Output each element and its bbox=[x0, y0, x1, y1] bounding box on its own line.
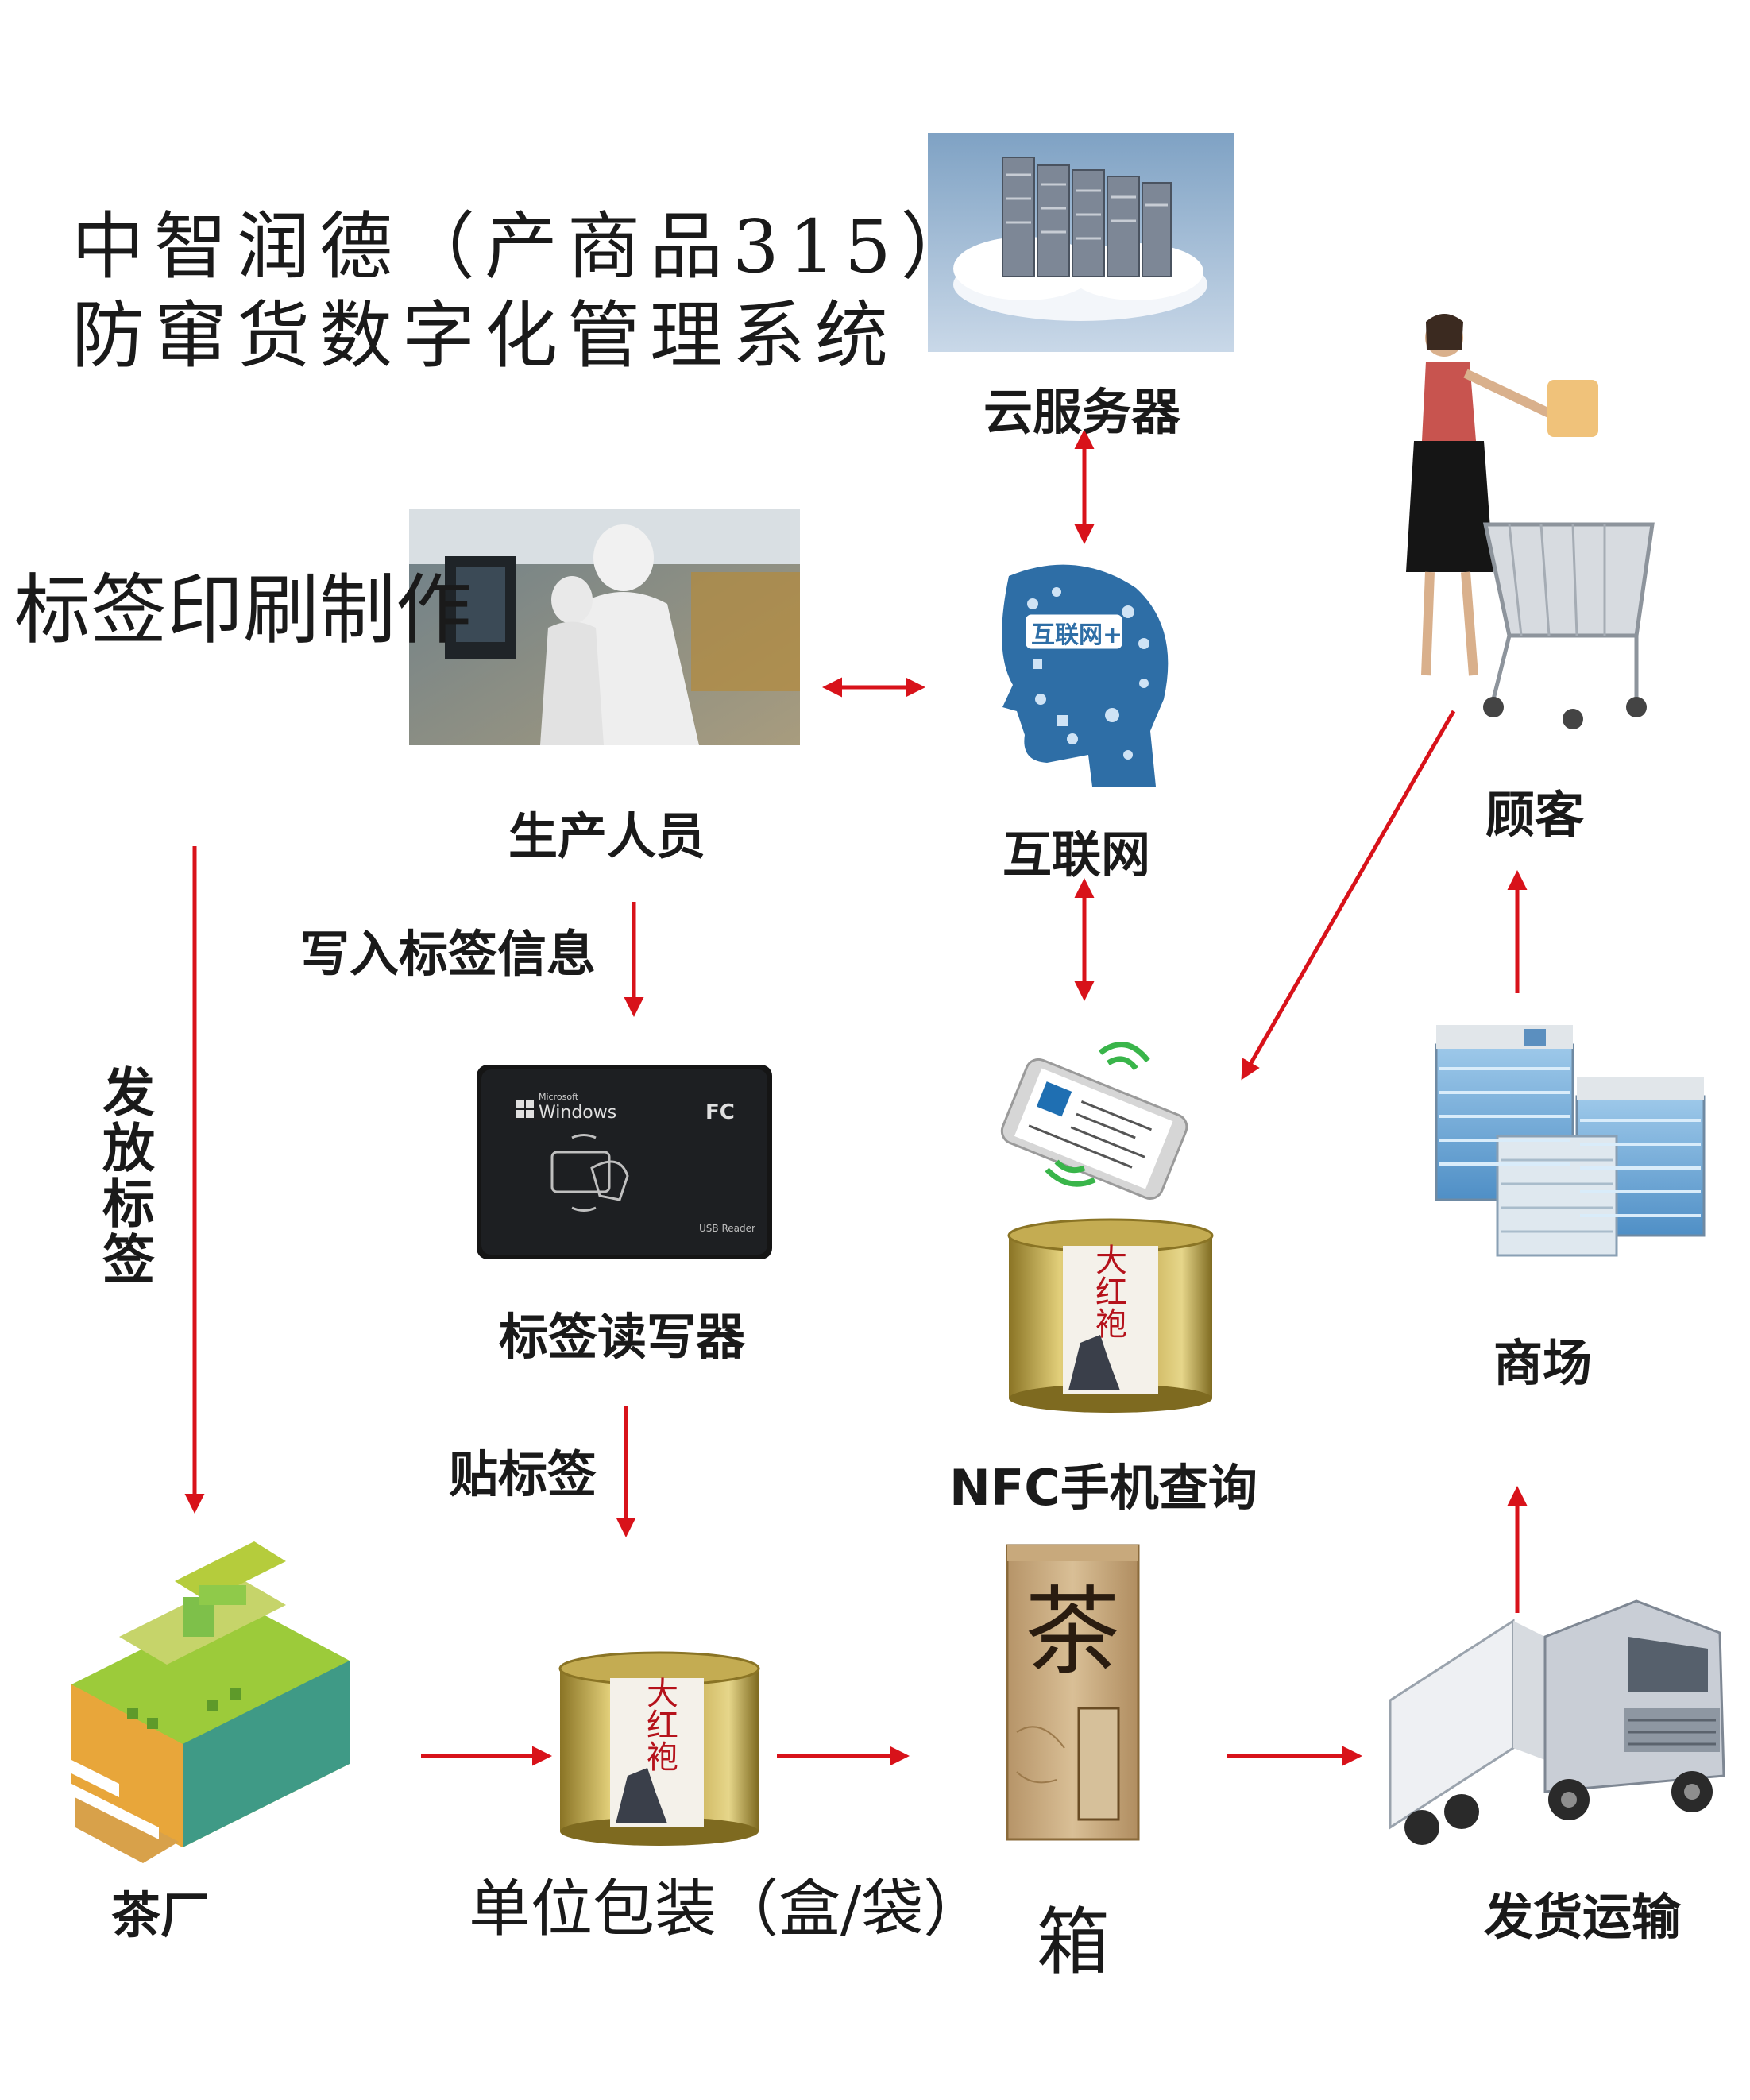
label-printing: 标签印刷制作 bbox=[14, 566, 472, 655]
customer-label: 顾客 bbox=[1485, 786, 1585, 844]
truck-image bbox=[1389, 1599, 1725, 1845]
tag-reader-label: 标签读写器 bbox=[499, 1308, 746, 1366]
mall-label: 商场 bbox=[1493, 1334, 1593, 1392]
cloud-server-image bbox=[928, 133, 1234, 352]
arrow-customer-nfc bbox=[1241, 710, 1456, 1081]
nfc-query-label: NFC手机查询 bbox=[949, 1459, 1257, 1517]
internet-label: 互联网 bbox=[1002, 826, 1151, 884]
write-tag-info-label: 写入标签信息 bbox=[300, 925, 597, 983]
mall-image bbox=[1435, 1025, 1706, 1257]
flow-arrows bbox=[184, 429, 1528, 1766]
title-line-2: 防窜货数字化管理系统 bbox=[71, 293, 898, 378]
unit-package-can-image: 大红袍 bbox=[558, 1651, 760, 1846]
shipping-label: 发货运输 bbox=[1484, 1888, 1682, 1946]
reader-brand-text: Windows bbox=[539, 1103, 616, 1123]
reader-usb-text: USB Reader bbox=[699, 1223, 755, 1234]
issue-labels-label: 发放标签 bbox=[94, 1065, 155, 1287]
tag-reader-image: Windows Microsoft FC USB Reader bbox=[477, 1065, 772, 1259]
tea-box-text: 茶 bbox=[1025, 1577, 1120, 1688]
nfc-phone-image bbox=[1000, 1042, 1188, 1200]
reader-brand-small-text: Microsoft bbox=[539, 1092, 579, 1102]
box-label: 箱 bbox=[1037, 1900, 1111, 1985]
customer-image bbox=[1406, 314, 1655, 729]
tea-factory-label: 茶厂 bbox=[111, 1886, 211, 1944]
internet-badge: 互联网+ bbox=[1031, 621, 1123, 649]
tea-factory-image bbox=[71, 1541, 350, 1863]
title-line-1: 中智润德（产商品315） bbox=[71, 204, 983, 289]
apply-tag-label: 贴标签 bbox=[449, 1445, 597, 1503]
cloud-server-label: 云服务器 bbox=[983, 383, 1181, 441]
tea-box-image: 茶 bbox=[1006, 1544, 1140, 1841]
production-staff-label: 生产人员 bbox=[508, 807, 706, 865]
internet-head-image bbox=[1002, 564, 1169, 787]
reader-fc-text: FC bbox=[705, 1100, 735, 1124]
production-staff-photo bbox=[409, 509, 800, 745]
unit-can-text: 大红袍 bbox=[641, 1677, 678, 1772]
tea-can-text: 大红袍 bbox=[1090, 1243, 1126, 1339]
unit-package-label: 单位包装（盒/袋） bbox=[469, 1874, 986, 1945]
tea-can-nfc-image: 大红袍 bbox=[1007, 1218, 1214, 1413]
